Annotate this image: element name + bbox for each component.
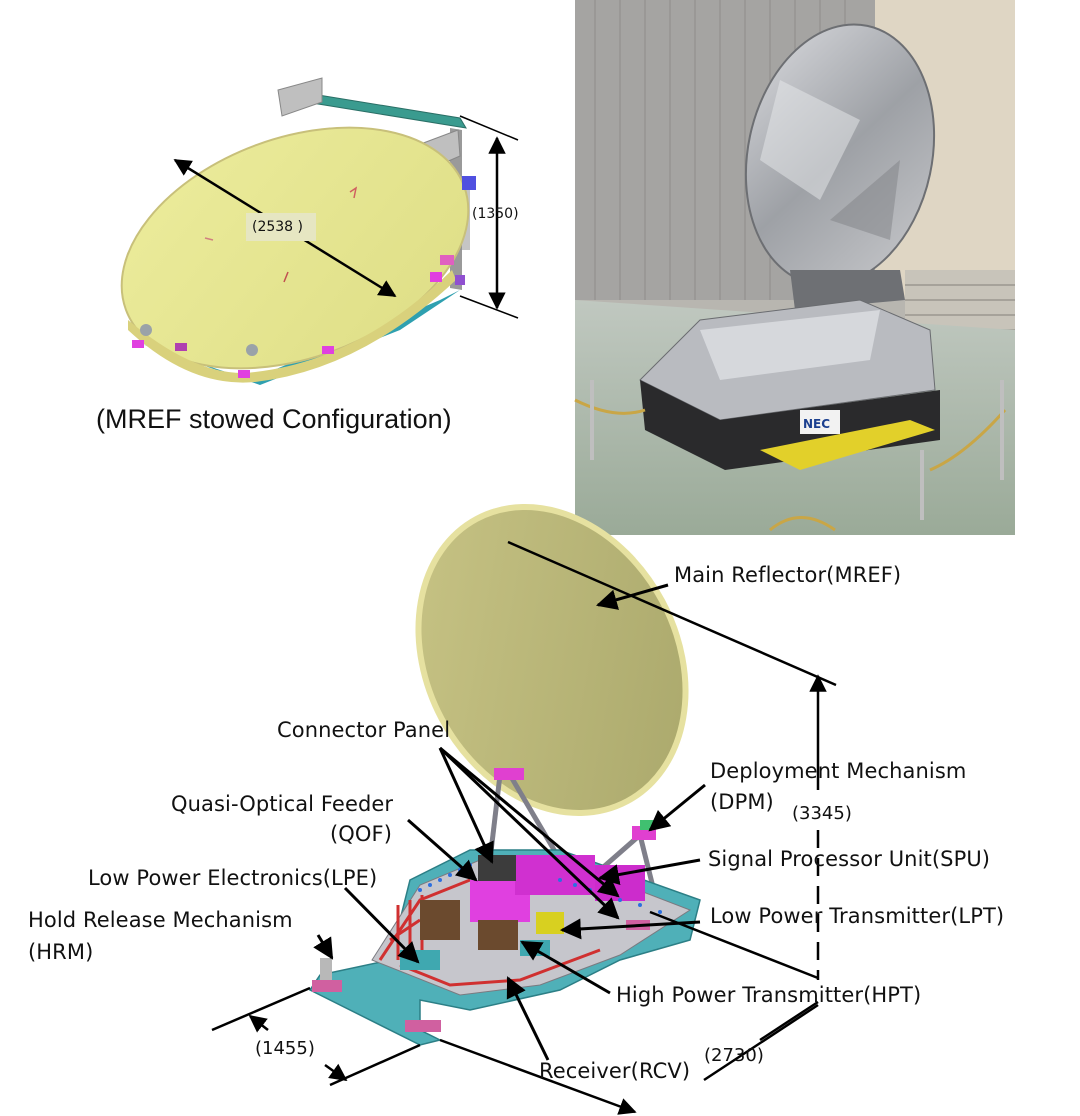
stowed-diameter-dimension: (2538 ) [252,219,304,235]
stowed-height-dimension: (1350) [472,206,519,222]
leader-lines [313,583,706,1061]
label-low-power-transmitter: Low Power Transmitter(LPT) [710,904,1005,928]
label-connector-panel: Connector Panel [277,718,451,742]
label-receiver: Receiver(RCV) [539,1059,691,1083]
dimension-lines [211,540,837,1115]
label-low-power-electronics: Low Power Electronics(LPE) [88,866,378,890]
label-main-reflector: Main Reflector(MREF) [674,563,902,587]
nec-logo-text: NEC [803,417,830,431]
stowed-caption: (MREF stowed Configuration) [96,404,452,434]
label-deployment-mechanism-abbr: (DPM) [710,790,774,814]
label-high-power-transmitter: High Power Transmitter(HPT) [616,983,922,1007]
deployed-width-dimension: (1455) [255,1038,315,1059]
label-deployment-mechanism: Deployment Mechanism [710,759,967,783]
label-hold-release-mechanism: Hold Release Mechanism [28,908,293,932]
flight-model-photo: NEC [574,0,1015,535]
label-hold-release-mechanism-abbr: (HRM) [28,940,94,964]
label-signal-processor-unit: Signal Processor Unit(SPU) [708,847,991,871]
deployed-height-dimension: (3345) [790,803,854,824]
stowed-configuration-model [120,77,519,385]
deployed-length-dimension: (2730) [704,1045,764,1066]
label-quasi-optical-feeder-abbr: (QOF) [330,822,393,846]
label-quasi-optical-feeder: Quasi-Optical Feeder [171,792,394,816]
